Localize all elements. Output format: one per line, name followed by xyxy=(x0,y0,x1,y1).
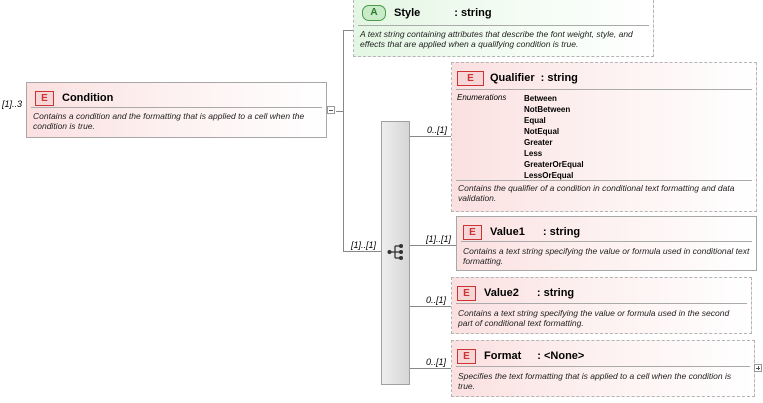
style-name: Style xyxy=(394,7,421,19)
value1-description: Contains a text string specifying the va… xyxy=(463,246,750,266)
divider xyxy=(461,241,752,242)
value1-header: E Value1 : string xyxy=(463,223,580,241)
attribute-icon: A xyxy=(362,5,386,21)
condition-header: E Condition xyxy=(35,89,113,107)
sequence-occurrence: [1]..[1] xyxy=(351,240,377,250)
qualifier-occurrence: 0..[1] xyxy=(427,125,448,135)
enumeration-value: Equal xyxy=(524,116,546,125)
divider xyxy=(456,89,752,90)
condition-occurrence: [1]..3 xyxy=(2,99,23,109)
enumeration-value: LessOrEqual xyxy=(524,171,574,180)
enumeration-value: GreaterOrEqual xyxy=(524,160,584,169)
element-icon: E xyxy=(457,285,476,301)
style-type: : string xyxy=(454,7,492,19)
value1-name: Value1 xyxy=(490,226,525,238)
divider xyxy=(31,107,322,108)
connector-format xyxy=(410,368,451,369)
qualifier-name: Qualifier xyxy=(490,72,535,84)
format-header: E Format : <None> xyxy=(457,347,584,365)
enumeration-value: NotEqual xyxy=(524,127,560,136)
enumeration-list: Between NotBetween Equal NotEqual Greate… xyxy=(524,93,584,181)
divider xyxy=(456,366,750,367)
value2-name: Value2 xyxy=(484,287,519,299)
value1-element-box[interactable]: E Value1 : string Contains a text string… xyxy=(456,216,757,271)
connector-sequence xyxy=(343,251,381,252)
qualifier-header: E Qualifier : string xyxy=(457,69,578,87)
format-element-box[interactable]: E Format : <None> Specifies the text for… xyxy=(451,340,755,397)
connector-condition-trunk xyxy=(336,111,344,112)
format-description: Specifies the text formatting that is ap… xyxy=(458,371,732,391)
condition-element-box[interactable]: E Condition Contains a condition and the… xyxy=(26,82,327,138)
connector-style xyxy=(343,30,353,31)
collapse-toggle-icon[interactable] xyxy=(327,106,335,114)
value2-type: : string xyxy=(536,287,575,299)
element-icon: E xyxy=(457,348,476,364)
enumerations-label: Enumerations xyxy=(457,93,507,102)
format-name: Format xyxy=(484,350,522,362)
enumeration-value: Greater xyxy=(524,138,553,147)
value1-occurrence: [1]..[1] xyxy=(426,234,452,244)
connector-qualifier xyxy=(410,136,451,137)
qualifier-description: Contains the qualifier of a condition in… xyxy=(458,183,735,203)
connector-value1 xyxy=(410,245,456,246)
condition-name: Condition xyxy=(62,92,114,104)
sequence-icon xyxy=(387,244,403,260)
divider xyxy=(456,303,747,304)
enumeration-value: Between xyxy=(524,94,557,103)
style-attribute-box[interactable]: A Style : string A text string containin… xyxy=(353,0,654,57)
style-description: A text string containing attributes that… xyxy=(360,29,633,49)
value2-header: E Value2 : string xyxy=(457,284,574,302)
format-type: : <None> xyxy=(537,350,585,362)
style-header: A Style : string xyxy=(362,4,492,22)
format-occurrence: 0..[1] xyxy=(426,357,447,367)
element-icon: E xyxy=(35,90,54,106)
qualifier-type: : string xyxy=(540,72,578,84)
value1-type: : string xyxy=(542,226,581,238)
element-icon: E xyxy=(463,224,482,240)
qualifier-element-box[interactable]: E Qualifier : string Enumerations Betwee… xyxy=(451,62,757,212)
connector-value2 xyxy=(410,306,451,307)
value2-description: Contains a text string specifying the va… xyxy=(458,308,730,328)
element-icon: E xyxy=(457,70,484,86)
value2-element-box[interactable]: E Value2 : string Contains a text string… xyxy=(451,277,752,334)
enumeration-value: NotBetween xyxy=(524,105,571,114)
expand-toggle-icon[interactable] xyxy=(754,364,762,372)
connector-trunk-vertical xyxy=(343,30,344,252)
value2-occurrence: 0..[1] xyxy=(426,295,447,305)
divider xyxy=(456,180,752,181)
sequence-compositor[interactable] xyxy=(381,121,410,385)
enumeration-value: Less xyxy=(524,149,543,158)
condition-description: Contains a condition and the formatting … xyxy=(33,111,305,131)
divider xyxy=(358,25,649,26)
